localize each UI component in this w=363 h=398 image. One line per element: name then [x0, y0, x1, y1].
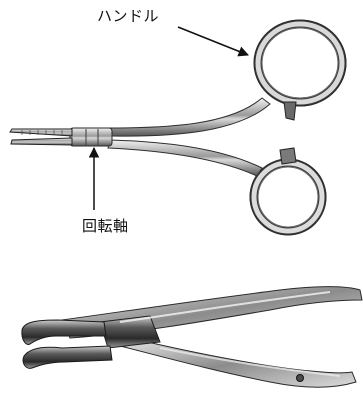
- extraction-forceps: [22, 287, 362, 388]
- upper-jaw: [10, 129, 72, 136]
- hemostat-forceps: [10, 20, 346, 235]
- upper-finger-ring: [254, 20, 346, 106]
- handle-label: ハンドル: [97, 9, 159, 24]
- extraction-upper-beak: [22, 320, 106, 344]
- ratchet-upper: [284, 102, 296, 120]
- upper-shank: [108, 98, 270, 136]
- extraction-lower-beak: [23, 346, 112, 368]
- pivot-label: 回転軸: [82, 219, 129, 234]
- lower-jaw: [11, 138, 72, 145]
- lower-shank: [108, 140, 262, 176]
- ratchet-lower: [280, 148, 296, 164]
- handle-arrow: [178, 27, 248, 55]
- lower-finger-ring: [250, 159, 326, 235]
- extraction-rivet: [297, 375, 304, 382]
- box-lock-joint: [70, 128, 112, 146]
